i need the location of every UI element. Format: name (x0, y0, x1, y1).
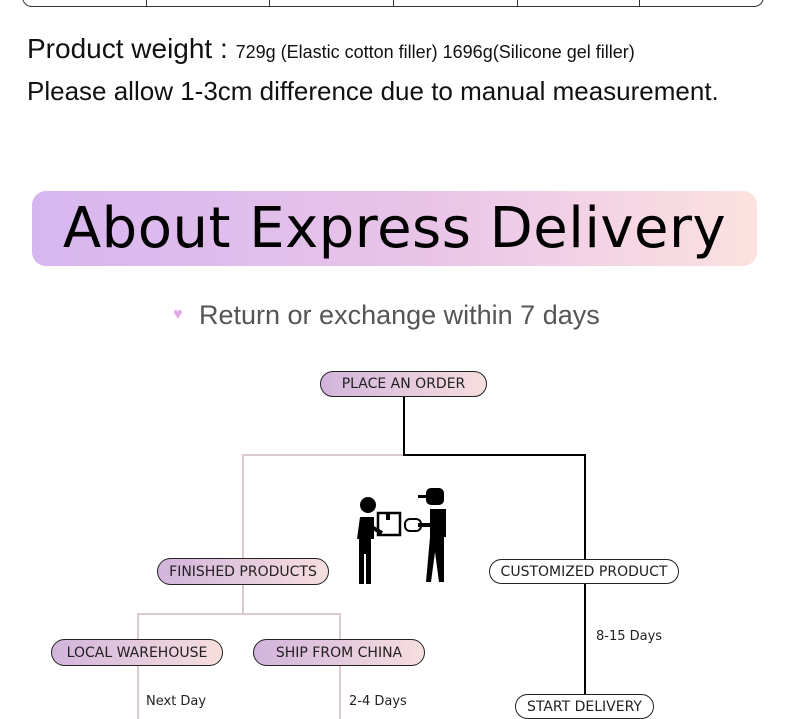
table-divider (517, 0, 518, 7)
delivery-handoff-icon (357, 488, 446, 584)
step-place-order: PLACE AN ORDER (320, 371, 487, 397)
table-divider (146, 0, 147, 7)
connector-line (137, 613, 139, 639)
return-policy: Return or exchange within 7 days (199, 300, 600, 330)
product-weight: Product weight : 729g (Elastic cotton fi… (27, 33, 635, 65)
connector-line (137, 666, 139, 719)
heart-icon: ♥ (173, 306, 183, 323)
step-finished-products: FINISHED PRODUCTS (157, 558, 329, 585)
step-label: PLACE AN ORDER (341, 376, 466, 392)
delivery-banner: About Express Delivery (32, 191, 757, 266)
measurement-note: Please allow 1-3cm difference due to man… (27, 76, 719, 106)
connector-line (403, 397, 405, 455)
step-customized-product: CUSTOMIZED PRODUCT (489, 559, 679, 584)
step-label: FINISHED PRODUCTS (169, 563, 317, 580)
step-label: SHIP FROM CHINA (275, 644, 403, 661)
china-duration: 2-4 Days (349, 694, 407, 709)
connector-line (339, 613, 341, 639)
connector-line (242, 454, 244, 558)
connector-line (242, 585, 244, 613)
table-divider (393, 0, 394, 7)
connector-line (584, 584, 586, 694)
local-duration: Next Day (146, 694, 207, 709)
step-label: CUSTOMIZED PRODUCT (500, 563, 668, 580)
step-label: LOCAL WAREHOUSE (66, 644, 208, 661)
step-ship-from-china: SHIP FROM CHINA (253, 639, 425, 666)
connector-line (137, 613, 340, 615)
weight-values: 729g (Elastic cotton filler) 1696g(Silic… (235, 42, 635, 62)
connector-line (339, 666, 341, 719)
weight-label: Product weight : (27, 33, 228, 64)
connector-line (242, 454, 404, 456)
step-label: START DELIVERY (526, 698, 642, 715)
table-divider (639, 0, 640, 7)
table-divider (269, 0, 270, 7)
connector-line (403, 454, 586, 456)
customized-duration: 8-15 Days (596, 629, 663, 644)
banner-title: About Express Delivery (62, 196, 727, 261)
step-start-delivery: START DELIVERY (515, 694, 654, 719)
step-local-warehouse: LOCAL WAREHOUSE (51, 639, 223, 666)
connector-line (584, 454, 586, 559)
